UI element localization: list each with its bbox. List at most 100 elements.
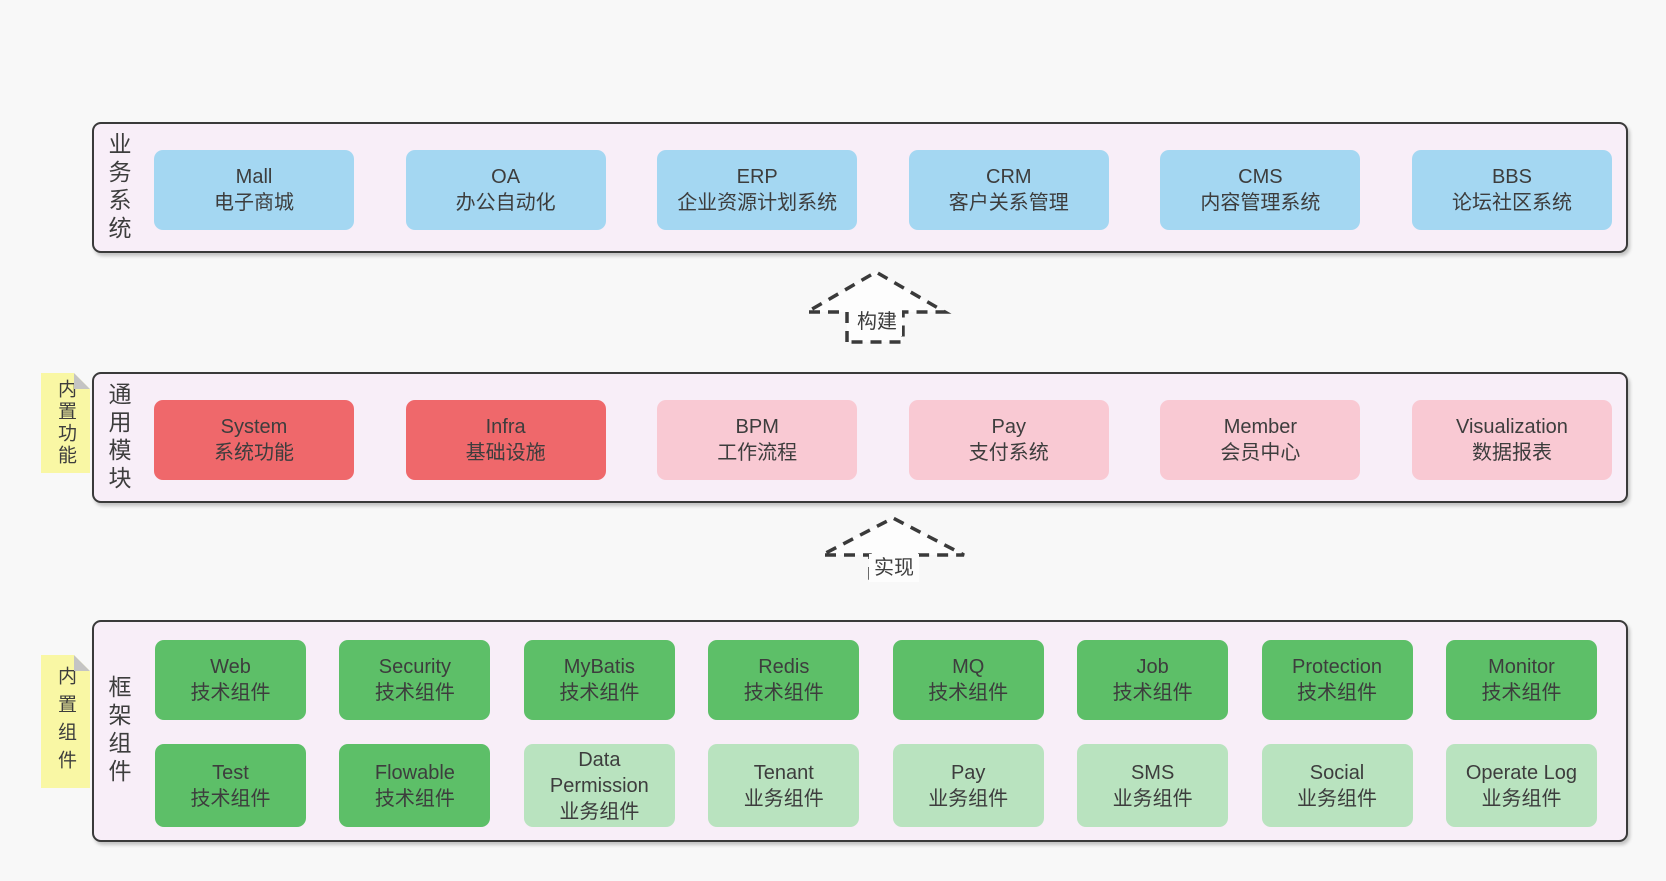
box-title: Infra — [485, 416, 526, 438]
layer-side-label: 业务系统 — [105, 131, 131, 244]
build-arrow-icon — [800, 269, 952, 344]
box-title: Operate Log — [1465, 761, 1578, 784]
box-title: Tenant — [753, 761, 814, 784]
box-subtitle: 办公自动化 — [455, 192, 556, 214]
box-subtitle: 技术组件 — [559, 682, 640, 704]
box-visualization: Visualization 数据报表 — [1411, 400, 1612, 480]
box-subtitle: 技术组件 — [190, 682, 271, 704]
box-title: Mall — [235, 166, 273, 188]
box-title: MQ — [952, 656, 985, 678]
box-subtitle: 技术组件 — [374, 787, 455, 810]
box-subtitle: 技术组件 — [1481, 682, 1562, 704]
box-subtitle: 企业资源计划系统 — [677, 192, 838, 214]
box-redis: Redis 技术组件 — [708, 640, 860, 720]
box-operate-log: Operate Log 业务组件 — [1445, 744, 1597, 827]
box-subtitle: 业务组件 — [1481, 787, 1562, 810]
box-data-permission: Data Permission 业务组件 — [523, 744, 675, 827]
box-test: Test 技术组件 — [155, 744, 306, 827]
box-subtitle: 电子商城 — [214, 192, 294, 214]
box-social: Social 业务组件 — [1261, 744, 1413, 827]
box-subtitle: 业务组件 — [559, 800, 640, 823]
box-title: Flowable — [374, 761, 455, 784]
box-security: Security 技术组件 — [339, 640, 491, 720]
box-mall: Mall 电子商城 — [154, 150, 354, 230]
box-title: Social — [1309, 761, 1365, 784]
box-flowable: Flowable 技术组件 — [339, 744, 491, 827]
sticky-note-label: 内置功能 — [55, 379, 76, 467]
box-subtitle: 客户关系管理 — [948, 192, 1069, 214]
box-title: Member — [1223, 416, 1298, 438]
box-subtitle: 内容管理系统 — [1200, 192, 1321, 214]
box-protection: Protection 技术组件 — [1261, 640, 1413, 720]
box-oa: OA 办公自动化 — [405, 150, 606, 230]
box-bpm: BPM 工作流程 — [657, 400, 858, 480]
box-subtitle: 系统功能 — [214, 442, 294, 464]
box-sms: SMS 业务组件 — [1077, 744, 1229, 827]
box-pay-module: Pay 支付系统 — [908, 400, 1109, 480]
box-subtitle: 基础设施 — [465, 442, 546, 464]
box-title: Web — [210, 656, 251, 678]
box-subtitle: 业务组件 — [928, 787, 1009, 810]
implement-arrow-label: 实现 — [869, 554, 919, 582]
box-subtitle: 业务组件 — [1112, 787, 1193, 810]
box-subtitle: 论坛社区系统 — [1451, 192, 1572, 214]
box-title: Job — [1136, 656, 1169, 678]
box-job: Job 技术组件 — [1077, 640, 1229, 720]
box-title: CMS — [1238, 166, 1283, 188]
box-subtitle: 技术组件 — [928, 682, 1009, 704]
box-subtitle: 支付系统 — [968, 442, 1049, 464]
layer-common-modules: 通用模块 System 系统功能 Infra 基础设施 BPM 工作流程 Pay… — [92, 372, 1628, 503]
box-crm: CRM 客户关系管理 — [908, 150, 1109, 230]
layer-business-systems: 业务系统 Mall 电子商城 OA 办公自动化 ERP 企业资源计划系统 CRM… — [92, 122, 1628, 253]
box-subtitle: 业务组件 — [743, 787, 824, 810]
box-title: Monitor — [1488, 656, 1555, 678]
box-erp: ERP 企业资源计划系统 — [657, 150, 858, 230]
layer-side-label: 框架组件 — [105, 675, 131, 787]
box-pay-component: Pay 业务组件 — [892, 744, 1044, 827]
box-subtitle: 数据报表 — [1471, 442, 1552, 464]
box-title: Security — [378, 656, 452, 678]
box-subtitle: 技术组件 — [374, 682, 455, 704]
box-title: Pay — [950, 761, 986, 784]
components-row-2: Test 技术组件 Flowable 技术组件 Data Permission … — [155, 744, 1597, 827]
box-member: Member 会员中心 — [1160, 400, 1361, 480]
box-subtitle: 会员中心 — [1220, 442, 1301, 464]
box-mybatis: MyBatis 技术组件 — [523, 640, 675, 720]
implement-arrow-icon — [821, 516, 965, 580]
box-title: OA — [491, 166, 521, 188]
box-title: Pay — [991, 416, 1027, 438]
box-title: Data Permission — [549, 748, 649, 797]
box-title: Test — [212, 761, 249, 784]
box-title: ERP — [736, 166, 778, 188]
box-subtitle: 技术组件 — [1297, 682, 1378, 704]
modules-box-row: System 系统功能 Infra 基础设施 BPM 工作流程 Pay 支付系统… — [154, 400, 1612, 480]
box-subtitle: 业务组件 — [1297, 787, 1378, 810]
box-title: Protection — [1292, 656, 1383, 678]
box-title: System — [220, 416, 288, 438]
box-mq: MQ 技术组件 — [892, 640, 1044, 720]
sticky-fold-corner — [74, 373, 90, 389]
box-subtitle: 技术组件 — [1112, 682, 1193, 704]
box-cms: CMS 内容管理系统 — [1160, 150, 1361, 230]
sticky-note-builtin-components: 内置组件 — [41, 655, 90, 788]
box-title: SMS — [1130, 761, 1175, 784]
box-title: CRM — [986, 166, 1032, 188]
box-title: Visualization — [1456, 416, 1568, 438]
sticky-fold-corner — [74, 655, 90, 671]
box-title: BBS — [1491, 166, 1532, 188]
box-infra: Infra 基础设施 — [405, 400, 606, 480]
box-web: Web 技术组件 — [155, 640, 306, 720]
box-title: Redis — [758, 656, 810, 678]
business-box-row: Mall 电子商城 OA 办公自动化 ERP 企业资源计划系统 CRM 客户关系… — [154, 150, 1612, 230]
box-tenant: Tenant 业务组件 — [708, 744, 860, 827]
components-row-1: Web 技术组件 Security 技术组件 MyBatis 技术组件 Redi… — [155, 640, 1597, 720]
box-monitor: Monitor 技术组件 — [1445, 640, 1597, 720]
box-bbs: BBS 论坛社区系统 — [1411, 150, 1612, 230]
box-title: MyBatis — [563, 656, 635, 678]
box-system: System 系统功能 — [154, 400, 354, 480]
layer-side-label: 通用模块 — [105, 381, 131, 494]
box-subtitle: 技术组件 — [743, 682, 824, 704]
sticky-note-builtin-features: 内置功能 — [41, 373, 90, 473]
layer-framework-components: 框架组件 Web 技术组件 Security 技术组件 MyBatis 技术组件… — [92, 620, 1628, 842]
